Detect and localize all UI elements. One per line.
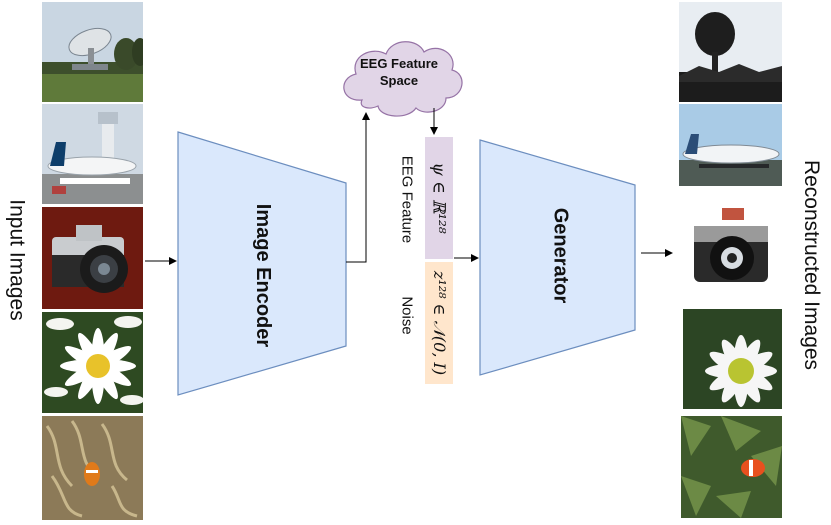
reconstructed-image-airplane: [679, 104, 782, 186]
z-formula-wrap: z¹²⁸ ∈ 𝒩(0, I): [425, 262, 453, 384]
input-image-radio-telescope: [42, 2, 143, 102]
noise-label: Noise: [398, 295, 416, 335]
input-images-label: Input Images: [6, 199, 29, 321]
input-image-camera: [42, 207, 143, 309]
psi-vector-box: [425, 137, 453, 259]
eeg-feature-space-cloud: [343, 41, 463, 117]
reconstructed-images-label: Reconstructed Images: [800, 159, 824, 371]
input-image-airplane: [42, 104, 143, 204]
reconstructed-images-label-wrap: Reconstructed Images: [795, 130, 827, 400]
arrow-encoder-to-cloud: [346, 112, 370, 263]
image-encoder-label-wrap: Image Encoder: [190, 150, 336, 400]
reconstructed-image-clownfish: [681, 416, 782, 518]
image-encoder-label: Image Encoder: [252, 203, 275, 347]
eeg-feature-label: EEG Feature: [398, 155, 416, 243]
z-formula: z¹²⁸ ∈ 𝒩(0, I): [430, 270, 450, 376]
input-image-clownfish: [42, 416, 143, 520]
generator-label-wrap: Generator: [490, 150, 630, 360]
psi-formula-wrap: ψ ∈ ℝ¹²⁸: [425, 137, 453, 259]
generator-block: [479, 139, 636, 376]
reconstructed-image-daisy: [683, 309, 782, 409]
reconstructed-image-camera: [688, 198, 774, 298]
input-images-label-wrap: Input Images: [3, 130, 31, 390]
eeg-feature-space-label: EEG Feature Space: [359, 56, 439, 88]
image-encoder-block: [177, 131, 347, 396]
psi-formula: ψ ∈ ℝ¹²⁸: [429, 162, 450, 234]
input-image-daisy: [42, 312, 143, 413]
noise-label-wrap: Noise: [394, 285, 420, 345]
z-vector-box: [425, 262, 453, 384]
reconstructed-image-radio-telescope: [679, 2, 782, 102]
eeg-feature-label-wrap: EEG Feature: [394, 140, 420, 258]
generator-label: Generator: [549, 207, 572, 303]
